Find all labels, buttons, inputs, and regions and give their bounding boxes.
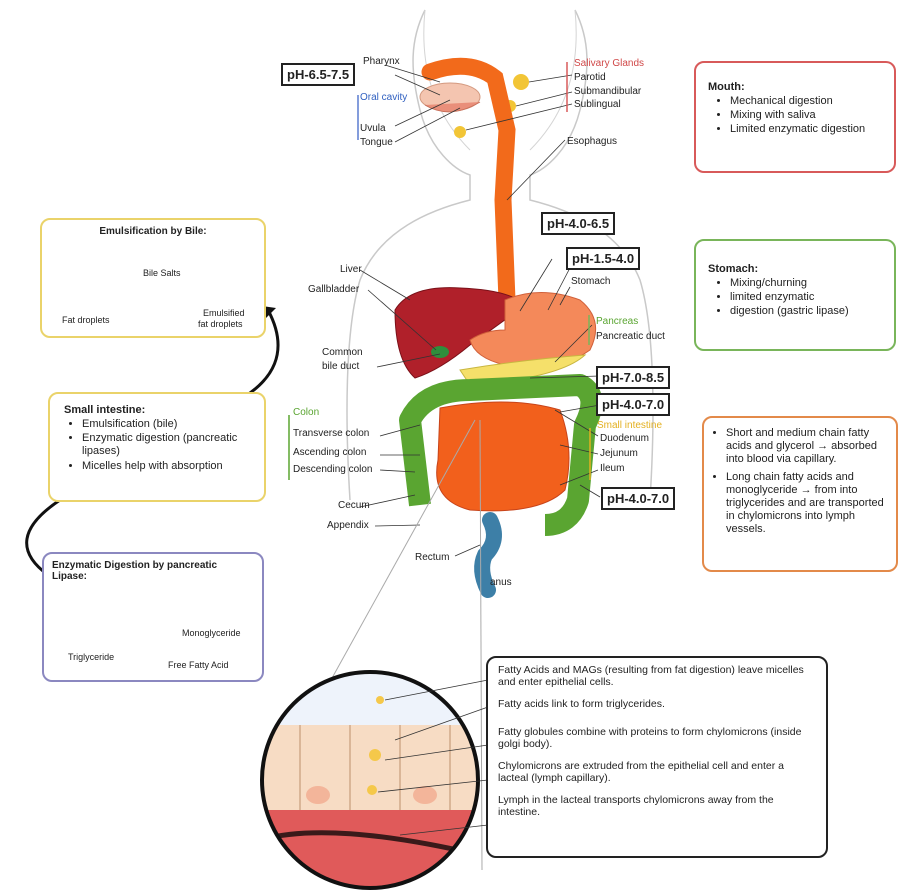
enzymatic-title-line-1: Enzymatic Digestion by pancreatic [52,560,254,571]
mouth-box-item: Mechanical digestion [730,95,884,108]
emulsified-fat-droplets-label: fat droplets [198,319,243,329]
label-cecum: Cecum [338,500,370,511]
ph-jejunum-label: pH-4.0-7.0 [596,393,670,416]
stomach-box-title: Stomach: [708,263,884,275]
small-intestine-box-item: Emulsification (bile) [82,418,256,431]
label-bile-duct: bile duct [322,361,359,372]
label-colon: Colon [293,407,319,418]
label-oral-cavity: Oral cavity [360,92,407,103]
label-parotid: Parotid [574,72,606,83]
small-intestine-box-item: Micelles help with absorption [82,460,256,473]
label-pancreatic-duct: Pancreatic duct [596,331,665,342]
monoglyceride-label: Monoglyceride [182,628,241,638]
epithelial-step: Lymph in the lacteal transports chylomic… [498,794,816,818]
stomach-box-item: digestion (gastric lipase) [730,305,884,318]
label-common: Common [322,347,363,358]
mouth-box-list: Mechanical digestion Mixing with saliva … [708,95,884,137]
fat-droplets-label: Fat droplets [62,315,110,325]
small-intestine-box: Small intestine: Emulsification (bile) E… [48,392,266,502]
mouth-box-item: Mixing with saliva [730,109,884,122]
stomach-box-item: limited enzymatic [730,291,884,304]
mouth-info-box: Mouth: Mechanical digestion Mixing with … [694,61,896,173]
emulsification-title: Emulsification by Bile: [50,226,256,237]
label-stomach: Stomach [571,276,610,287]
triglyceride-label: Triglyceride [68,652,114,662]
label-duodenum: Duodenum [600,433,649,444]
small-intestine-box-list: Emulsification (bile) Enzymatic digestio… [64,418,256,473]
mouth-box-item: Limited enzymatic digestion [730,123,884,136]
small-intestine-shape [437,402,569,511]
bile-salts-label: Bile Salts [143,268,181,278]
sublingual-gland [454,126,466,138]
epithelial-step: Chylomicrons are extruded from the epith… [498,760,816,784]
epithelial-cells-area [260,725,480,810]
label-liver: Liver [340,264,362,275]
epithelial-step: Fatty Acids and MAGs (resulting from fat… [498,664,816,688]
label-rectum: Rectum [415,552,449,563]
label-esophagus: Esophagus [567,136,617,147]
label-transverse-colon: Transverse colon [293,428,369,439]
label-appendix: Appendix [327,520,369,531]
parotid-gland [513,74,529,90]
nucleus-2 [413,786,437,804]
nucleus-1 [306,786,330,804]
label-pancreas: Pancreas [596,316,638,327]
label-salivary-glands: Salivary Glands [574,58,644,69]
absorption-box-item: Long chain fatty acids and monoglyceride… [726,471,888,537]
small-intestine-box-title: Small intestine: [64,404,256,416]
stomach-box-item: Mixing/churning [730,277,884,290]
emulsified-label: Emulsified [203,308,245,318]
label-gallbladder: Gallbladder [308,284,359,295]
ph-duodenum-label: pH-7.0-8.5 [596,366,670,389]
stomach-box-list: Mixing/churning limited enzymatic digest… [708,277,884,319]
lumen-area [260,670,480,725]
ph-mouth-label: pH-6.5-7.5 [281,63,355,86]
label-tongue: Tongue [360,137,393,148]
absorption-box-item: Short and medium chain fatty acids and g… [726,427,888,467]
label-descending-colon: Descending colon [293,464,373,475]
label-small-intestine: Small intestine [597,420,662,431]
epithelial-step: Fatty globules combine with proteins to … [498,726,816,750]
label-submandibular: Submandibular [574,86,641,97]
ph-colon-label: pH-4.0-7.0 [601,487,675,510]
small-intestine-box-item: Enzymatic digestion (pancreatic lipases) [82,432,256,458]
absorption-box-list: Short and medium chain fatty acids and g… [708,427,888,537]
label-ileum: Ileum [600,463,624,474]
free-fatty-acid-label: Free Fatty Acid [168,660,229,670]
label-sublingual: Sublingual [574,99,621,110]
ph-esophagus-label: pH-4.0-6.5 [541,212,615,235]
stomach-info-box: Stomach: Mixing/churning limited enzymat… [694,239,896,351]
epithelial-step: Fatty acids link to form triglycerides. [498,698,816,710]
absorption-info-box: Short and medium chain fatty acids and g… [702,416,898,572]
label-anus: anus [490,577,512,588]
label-ascending-colon: Ascending colon [293,447,366,458]
mouth-box-title: Mouth: [708,81,884,93]
enzymatic-title-line-2: Lipase: [52,571,254,582]
label-pharynx: Pharynx [363,56,400,67]
ph-stomach-label: pH-1.5-4.0 [566,247,640,270]
label-jejunum: Jejunum [600,448,638,459]
epithelial-absorption-box: Fatty Acids and MAGs (resulting from fat… [486,656,828,858]
enzymatic-digestion-box: Enzymatic Digestion by pancreatic Lipase… [42,552,264,682]
label-uvula: Uvula [360,123,386,134]
